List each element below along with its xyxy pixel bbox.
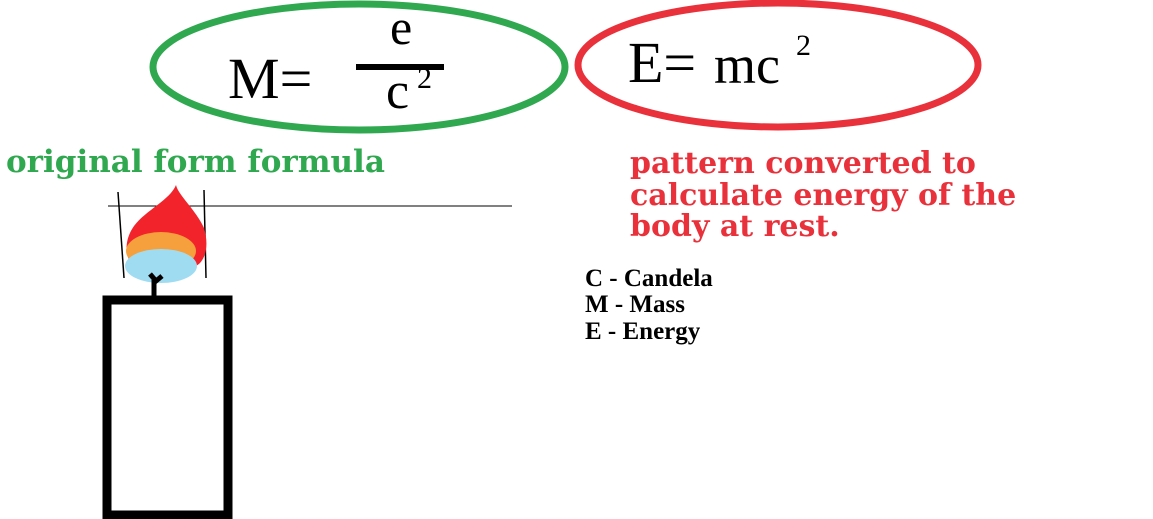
candle-wick	[148, 272, 164, 298]
formula-converted-exponent: 2	[796, 29, 811, 62]
flame-core	[125, 249, 197, 283]
caption-converted: pattern converted to calculate energy of…	[630, 148, 1016, 243]
caption-original: original form formula	[6, 144, 385, 180]
legend: C - Candela M - Mass E - Energy	[585, 265, 713, 345]
legend-item-mass: M - Mass	[585, 291, 685, 319]
candle-flame	[125, 185, 207, 283]
formula-converted: E= mc 2	[628, 20, 888, 100]
formula-original-lhs: M=	[228, 46, 313, 111]
formula-converted-rhs: mc	[714, 35, 780, 95]
legend-item-candela: C - Candela	[585, 265, 713, 292]
formula-original-denominator: c	[386, 63, 410, 120]
formula-original: M= e c 2	[228, 2, 488, 120]
formula-original-exponent: 2	[417, 62, 432, 95]
guide-line-left	[117, 191, 125, 279]
legend-item-energy: E - Energy	[585, 317, 701, 345]
red-ellipse	[574, 0, 982, 131]
caption-converted-line-1: pattern converted to	[630, 146, 976, 181]
formula-original-numerator: e	[390, 0, 413, 55]
formula-converted-lhs: E=	[628, 30, 697, 95]
candle-body	[102, 295, 233, 519]
caption-converted-line-2: calculate energy of the	[630, 177, 1017, 213]
fraction-bar	[356, 64, 444, 70]
green-ellipse	[149, 0, 569, 134]
caption-converted-line-3: body at rest.	[630, 209, 840, 244]
